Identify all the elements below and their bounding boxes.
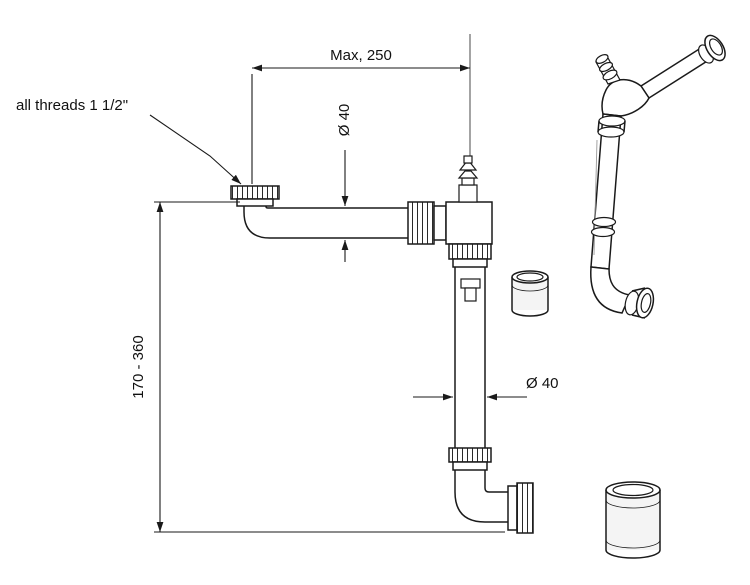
pipe-clip-band [460, 278, 481, 289]
barb-ridge-1 [457, 170, 479, 179]
large-coupling-ring-bottom [605, 539, 661, 549]
iso-top-nut-lower [597, 126, 625, 138]
dim-diameter-vertical: Ø 40 [413, 375, 559, 401]
lower-nut [448, 447, 492, 471]
iso-mid-ring-lower [590, 226, 616, 238]
compression-nut [407, 201, 435, 245]
compression-nut-collar [433, 205, 447, 241]
iso-body-shade-line [593, 139, 598, 256]
iso-barb-ridge-1 [602, 69, 618, 81]
bottom-elbow-inner [484, 487, 508, 493]
bottom-elbow [454, 487, 508, 523]
large-coupling-bottom [605, 549, 661, 559]
small-coupling-opening [516, 272, 544, 282]
dim-height-range: 170 - 360 [130, 201, 505, 533]
upper-nut [448, 243, 492, 268]
iso-outlet-top-line [631, 287, 646, 292]
barb-tip [463, 155, 473, 164]
pipe-clip-tab [464, 287, 477, 302]
outlet-flange-nut [516, 482, 534, 534]
dim-dia-v-label: Ø 40 [526, 375, 559, 392]
dim-max-width: Max, 250 [251, 47, 470, 184]
lower-nut-body [448, 447, 492, 463]
small-coupling-ring [511, 284, 549, 292]
inlet-nut-body [230, 185, 280, 200]
iso-barb-ridge-2 [599, 61, 613, 73]
tee-body [445, 201, 493, 245]
iso-barb-tip [595, 54, 609, 64]
iso-top-nut-side-right [623, 120, 626, 133]
lower-nut-collar [452, 461, 488, 471]
large-coupling-ring-top [605, 499, 661, 509]
iso-top-nut-side-left [597, 120, 600, 133]
iso-mid-ring [590, 216, 617, 238]
upper-nut-collar [452, 258, 488, 268]
iso-outlet-flange [624, 287, 655, 319]
inlet-elbow-inner [265, 206, 269, 209]
coupling-sleeve-large [605, 481, 661, 559]
isometric-view [590, 34, 726, 319]
large-coupling-fill [606, 490, 660, 550]
barb-neck [461, 177, 475, 186]
outlet-flange [507, 482, 534, 534]
large-coupling-opening [612, 483, 654, 497]
iso-outlet-opening [640, 293, 652, 313]
thread-note: all threads 1 1/2" [16, 97, 242, 185]
iso-top-flange [698, 34, 726, 64]
small-coupling-bottom [511, 309, 549, 317]
iso-top-flange-opening [708, 38, 724, 56]
coupling-sleeve-small [511, 270, 549, 317]
thread-note-leader [149, 114, 242, 185]
inlet-elbow [243, 206, 271, 239]
iso-top-nut [597, 115, 626, 138]
orthographic-view: Max, 250 Ø 40 [16, 34, 559, 534]
dim-diameter-horizontal: Ø 40 [336, 104, 353, 262]
iso-bottom-elbow [590, 266, 632, 314]
inlet-elbow-outer [243, 206, 271, 239]
iso-mid-ring-upper [591, 216, 617, 228]
outlet-flange-neck [507, 485, 518, 531]
dim-dia-h-label: Ø 40 [336, 104, 353, 137]
inlet-nut-collar [236, 198, 274, 207]
dim-max-width-label: Max, 250 [330, 47, 392, 64]
dim-height-label: 170 - 360 [130, 335, 147, 398]
iso-top-nut-upper [598, 115, 626, 127]
iso-hose-barb [595, 54, 621, 85]
bottom-elbow-outer [454, 491, 508, 523]
pipe-clip [460, 278, 481, 302]
upper-nut-body [448, 243, 492, 260]
barb-ridge-2 [458, 162, 478, 171]
vertical-pipe [454, 267, 486, 448]
inlet-nut [230, 185, 280, 207]
barb-socket [458, 184, 478, 203]
hose-barb-connector [457, 155, 479, 203]
thread-note-label: all threads 1 1/2" [16, 97, 128, 114]
horizontal-pipe [268, 207, 408, 239]
